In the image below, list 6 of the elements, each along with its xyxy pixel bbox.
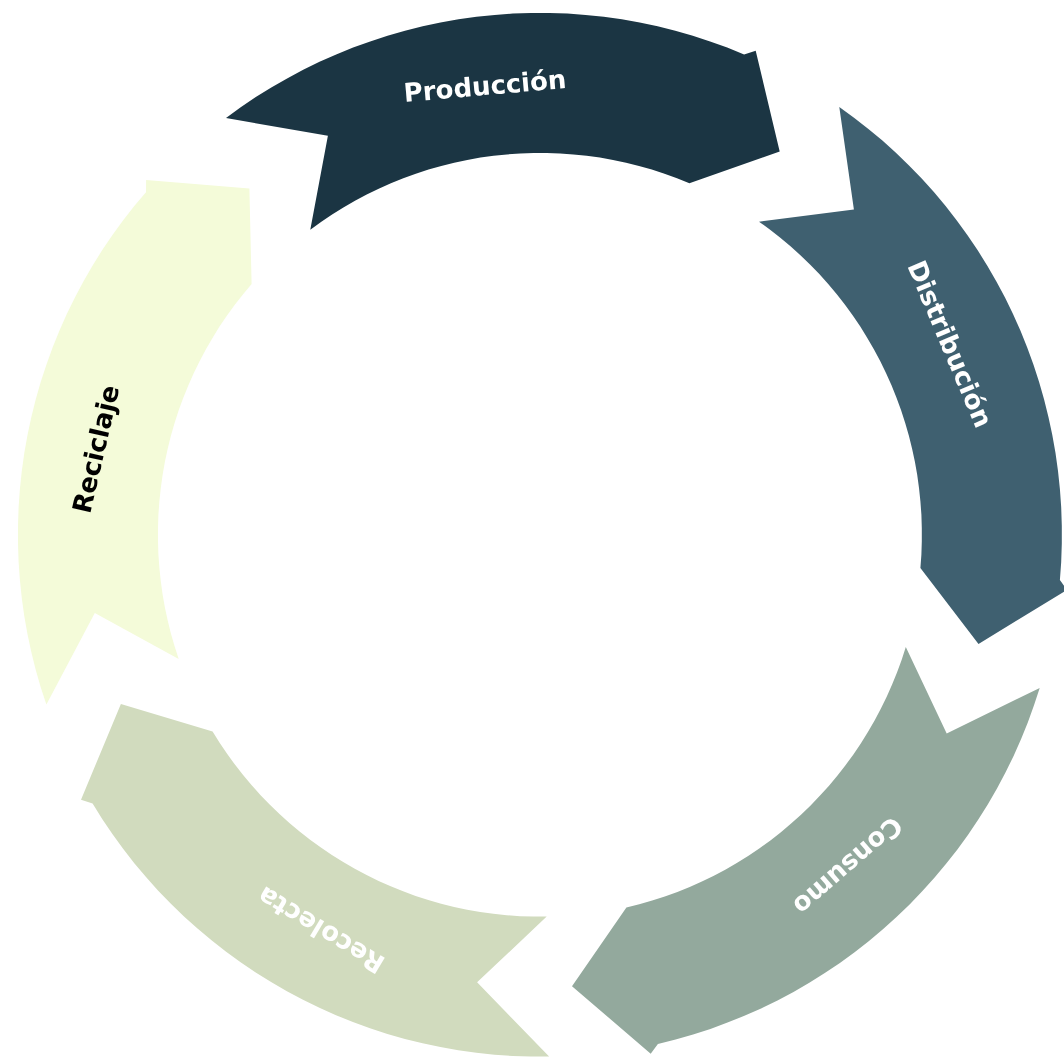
stage-label: Producción: [402, 64, 568, 109]
cycle-arrow-segment: [571, 646, 1040, 1054]
cycle-arrow-segment: [18, 180, 252, 705]
cycle-arrow-segment: [225, 13, 780, 230]
cycle-arrow-segment: [759, 107, 1064, 645]
cycle-arrow-segment: [81, 704, 550, 1057]
